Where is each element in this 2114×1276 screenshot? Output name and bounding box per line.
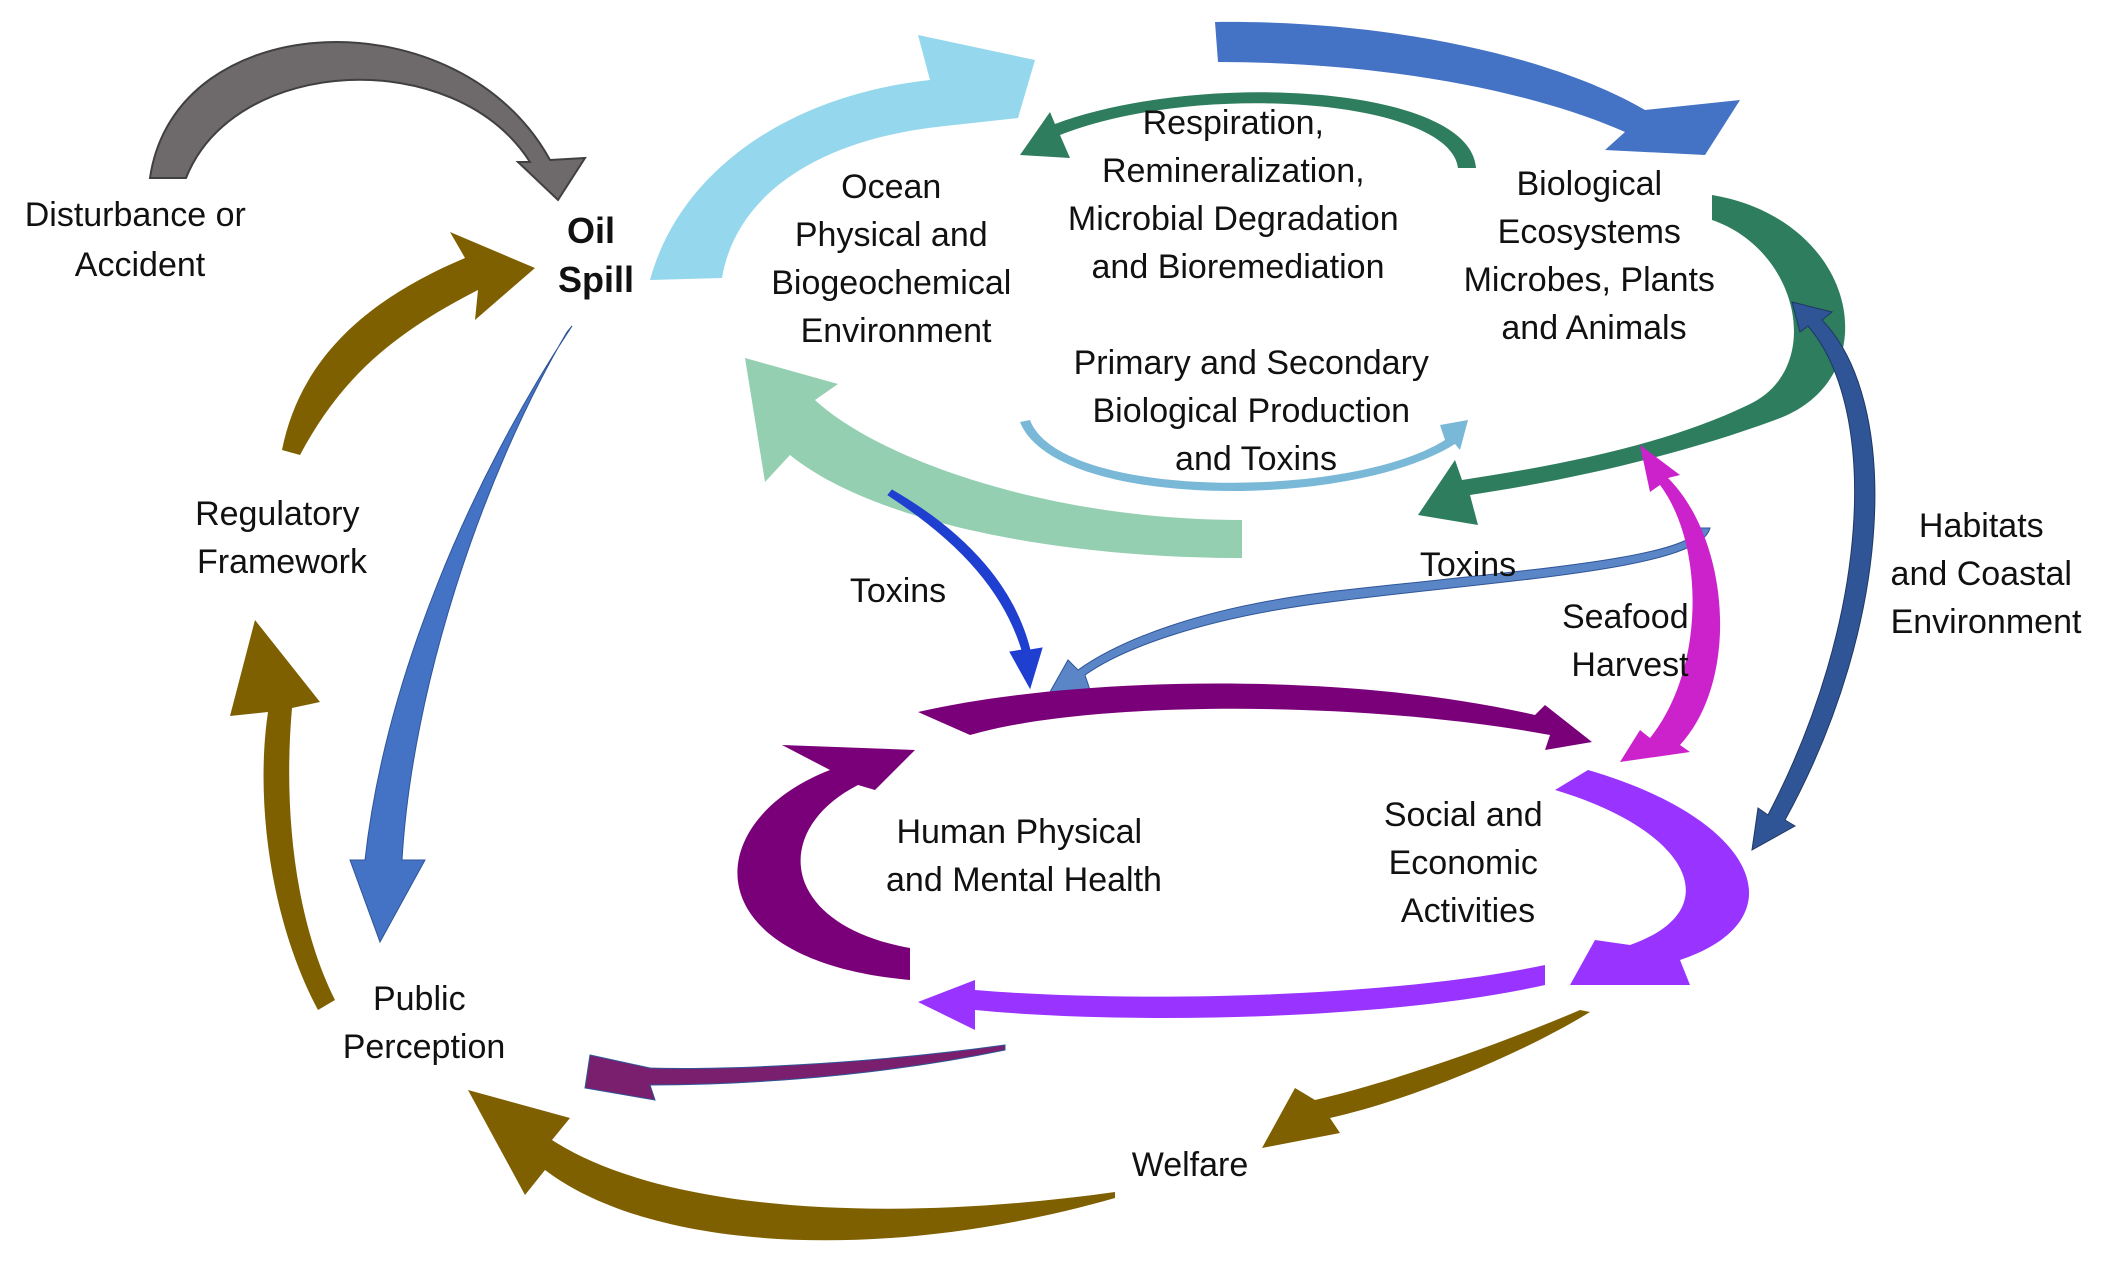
label-human-health: Human Physical and Mental Health — [886, 813, 1162, 899]
arrow-social-to-human — [918, 965, 1545, 1030]
label-respiration: Respiration, Remineralization, Microbial… — [1068, 104, 1408, 286]
label-biological-ecosystems: Biological Ecosystems Microbes, Plants a… — [1464, 165, 1725, 347]
label-social-economic: Social and Economic Activities — [1384, 796, 1552, 930]
arrow-production-to-ocean — [745, 358, 1242, 558]
label-ocean-environment: Ocean Physical and Biogeochemical Enviro… — [771, 168, 1020, 350]
arrow-social-cycle — [1555, 770, 1750, 985]
label-toxins-left: Toxins — [850, 572, 946, 610]
arrow-social-to-welfare — [1262, 1010, 1590, 1148]
arrow-biological-to-production — [1418, 195, 1846, 525]
arrow-oil-spill-to-ocean — [650, 35, 1035, 280]
arrow-welfare-to-public — [468, 1090, 1115, 1241]
arrow-public-to-regulatory — [230, 620, 335, 1010]
label-welfare: Welfare — [1132, 1146, 1249, 1184]
label-habitats: Habitats and Coastal Environment — [1891, 507, 2082, 641]
label-oil-spill: Oil Spill — [558, 210, 634, 300]
arrow-disturbance-to-oil-spill — [148, 41, 587, 202]
arrow-human-to-social — [918, 683, 1592, 750]
arrow-seafood-harvest — [1620, 445, 1721, 762]
arrow-oil-spill-to-public — [349, 325, 573, 944]
arrow-ocean-to-biological — [1215, 21, 1740, 156]
arrow-production-cycle — [1020, 420, 1468, 492]
label-seafood-harvest: Seafood Harvest — [1562, 598, 1698, 684]
label-biological-production: Primary and Secondary Biological Product… — [1074, 344, 1439, 478]
arrow-habitats-coastal — [1751, 301, 1876, 851]
arrow-regulatory-to-oil-spill — [282, 232, 535, 455]
arrow-human-health-cycle — [737, 745, 915, 980]
label-public-perception: Public Perception — [343, 980, 506, 1066]
label-regulatory-framework: Regulatory Framework — [195, 495, 369, 581]
label-disturbance: Disturbance or Accident — [25, 196, 256, 284]
arrow-human-to-public — [584, 1044, 1006, 1101]
label-toxins-right: Toxins — [1420, 546, 1516, 584]
arrow-respiration-cycle — [1020, 92, 1476, 168]
arrow-toxins-to-human-health — [887, 489, 1043, 690]
